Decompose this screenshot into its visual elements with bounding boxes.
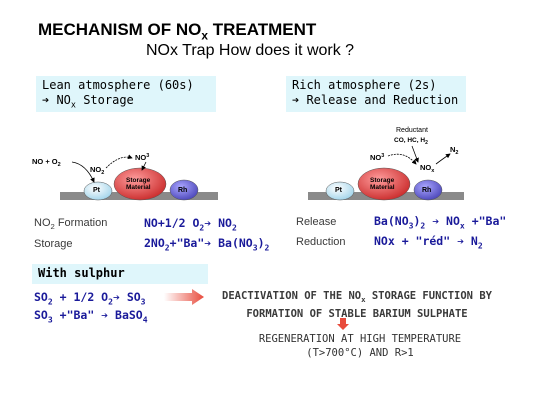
rich-pt-label: Pt <box>335 187 343 194</box>
rich-arrow-reductant <box>411 145 419 163</box>
rich-n2-label: N2 <box>450 145 458 156</box>
reduction-equation: NOx + "réd" ➔ N2 <box>374 234 483 251</box>
release-equation: Ba(NO3)2 ➔ NOx +"Ba" <box>374 214 507 231</box>
rich-reductant-label: Reductant <box>396 127 428 134</box>
lean-rh-label: Rh <box>178 187 187 194</box>
lean-input-label: NO + O2 <box>32 157 61 168</box>
page-subtitle: NOx Trap How does it work ? <box>146 42 355 59</box>
lean-arrow-no3-down <box>141 161 147 171</box>
lean-atmosphere-box: Lean atmosphere (60s) ➔ NOx Storage <box>36 76 216 112</box>
rich-nox-label: NOx <box>420 163 435 174</box>
lean-rh-particle <box>169 179 199 201</box>
lean-pt-label: Pt <box>93 187 101 194</box>
no2-formation-label: NO2 Formation <box>34 217 108 232</box>
reduction-label: Reduction <box>296 236 346 248</box>
storage-label: Storage <box>34 238 73 250</box>
rich-heading: Rich atmosphere (2s) <box>292 78 437 92</box>
lean-no3-label: NO3 <box>135 153 149 162</box>
lean-storage-label-2: Material <box>126 184 151 191</box>
rich-storage-material <box>357 167 411 201</box>
regeneration-arrow <box>337 318 349 330</box>
lean-subheading: ➔ NOx Storage <box>42 93 134 110</box>
rich-arrow-nox-to-n2 <box>435 153 451 165</box>
sulphur-equation-1: SO2 + 1/2 O2➔ SO3 <box>34 290 146 307</box>
rich-pt-particle <box>325 181 355 201</box>
rich-subheading: ➔ Release and Reduction <box>292 93 459 107</box>
page-title: MECHANISM OF NOx TREATMENT <box>38 20 317 43</box>
lean-arrow-to-storage <box>105 154 133 169</box>
rich-storage-label-1: Storage <box>370 177 395 184</box>
deactivation-arrow <box>164 289 204 305</box>
lean-heading: Lean atmosphere (60s) <box>42 78 194 92</box>
lean-no2-label: NO2 <box>90 165 104 176</box>
regeneration-text: REGENERATION AT HIGH TEMPERATURE (T>700°… <box>258 333 462 359</box>
rich-atmosphere-box: Rich atmosphere (2s) ➔ Release and Reduc… <box>286 76 466 112</box>
lean-pt-particle <box>83 181 113 201</box>
lean-diagram: NO + O2 NO2 NO3 Pt Storage Material Rh <box>32 153 218 201</box>
lean-storage-material <box>113 167 167 201</box>
lean-storage-label-1: Storage <box>126 177 151 184</box>
deactivation-text: DEACTIVATION OF THE NOx STORAGE FUNCTION… <box>222 290 492 321</box>
rich-rh-particle <box>413 179 443 201</box>
with-sulphur-box: With sulphur <box>32 264 208 284</box>
release-label: Release <box>296 216 337 228</box>
no2-formation-equation: NO+1/2 O2➔ NO2 <box>144 216 237 233</box>
lean-arrow-to-pt <box>71 161 95 183</box>
rich-storage-label-2: Material <box>370 184 395 191</box>
rich-no3-label: NO3 <box>370 153 384 162</box>
storage-equation: 2NO2+"Ba"➔ Ba(NO3)2 <box>144 236 270 253</box>
sulphur-equation-2: SO3 +"Ba" ➔ BaSO4 <box>34 308 148 325</box>
rich-rh-label: Rh <box>422 187 431 194</box>
rich-arrow-no3-to-nox <box>387 153 417 165</box>
rich-reductant-species: CO, HC, H2 <box>394 137 428 146</box>
rich-diagram: Reductant CO, HC, H2 NO3 NOx N2 Pt Stora… <box>308 127 464 201</box>
